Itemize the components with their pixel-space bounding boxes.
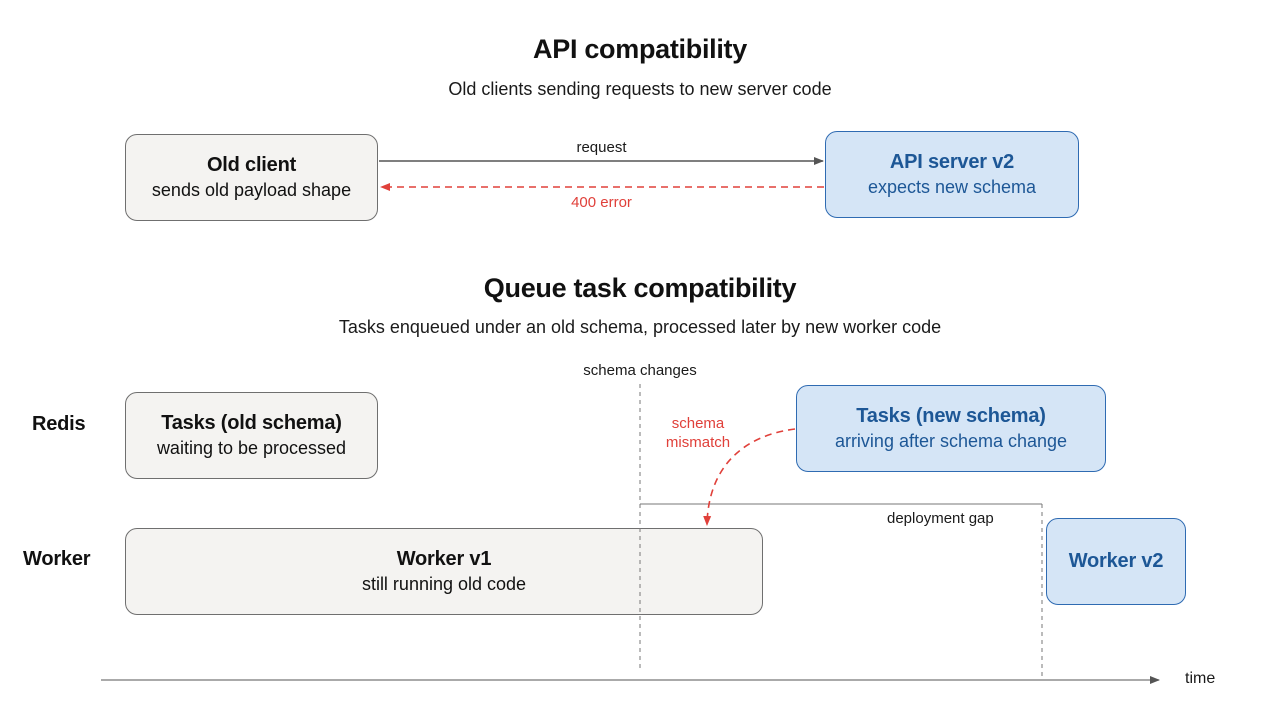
old-tasks-title: Tasks (old schema) bbox=[161, 412, 342, 434]
worker-v1-box: Worker v1 still running old code bbox=[125, 528, 763, 615]
deployment-gap-label: deployment gap bbox=[887, 510, 994, 527]
worker-v2-box: Worker v2 bbox=[1046, 518, 1186, 605]
worker-v2-title: Worker v2 bbox=[1068, 550, 1164, 572]
new-tasks-title: Tasks (new schema) bbox=[856, 405, 1046, 427]
row-label-redis: Redis bbox=[32, 413, 86, 435]
api-section-subtitle: Old clients sending requests to new serv… bbox=[448, 79, 832, 99]
queue-section-title: Queue task compatibility bbox=[483, 273, 797, 303]
old-client-subtitle: sends old payload shape bbox=[151, 180, 352, 200]
schema-changes-label: schema changes bbox=[583, 362, 697, 379]
schema-mismatch-line2: mismatch bbox=[665, 434, 731, 451]
old-tasks-box: Tasks (old schema) waiting to be process… bbox=[125, 392, 378, 479]
schema-mismatch-line1: schema bbox=[671, 415, 725, 432]
old-client-box: Old client sends old payload shape bbox=[125, 134, 378, 221]
api-server-title: API server v2 bbox=[889, 151, 1015, 173]
old-client-title: Old client bbox=[206, 154, 297, 176]
row-label-worker: Worker bbox=[23, 548, 91, 570]
new-tasks-box: Tasks (new schema) arriving after schema… bbox=[796, 385, 1106, 472]
queue-section-subtitle: Tasks enqueued under an old schema, proc… bbox=[338, 317, 942, 337]
worker-v1-subtitle: still running old code bbox=[361, 574, 527, 594]
api-server-subtitle: expects new schema bbox=[867, 177, 1037, 197]
worker-v1-title: Worker v1 bbox=[396, 548, 492, 570]
schema-mismatch-label: schema mismatch bbox=[648, 414, 748, 452]
api-server-box: API server v2 expects new schema bbox=[825, 131, 1079, 218]
api-section-title: API compatibility bbox=[533, 34, 747, 64]
error-label: 400 error bbox=[571, 194, 632, 211]
new-tasks-subtitle: arriving after schema change bbox=[834, 431, 1068, 451]
old-tasks-subtitle: waiting to be processed bbox=[156, 438, 347, 458]
time-axis-label: time bbox=[1185, 670, 1216, 687]
request-label: request bbox=[576, 139, 627, 156]
